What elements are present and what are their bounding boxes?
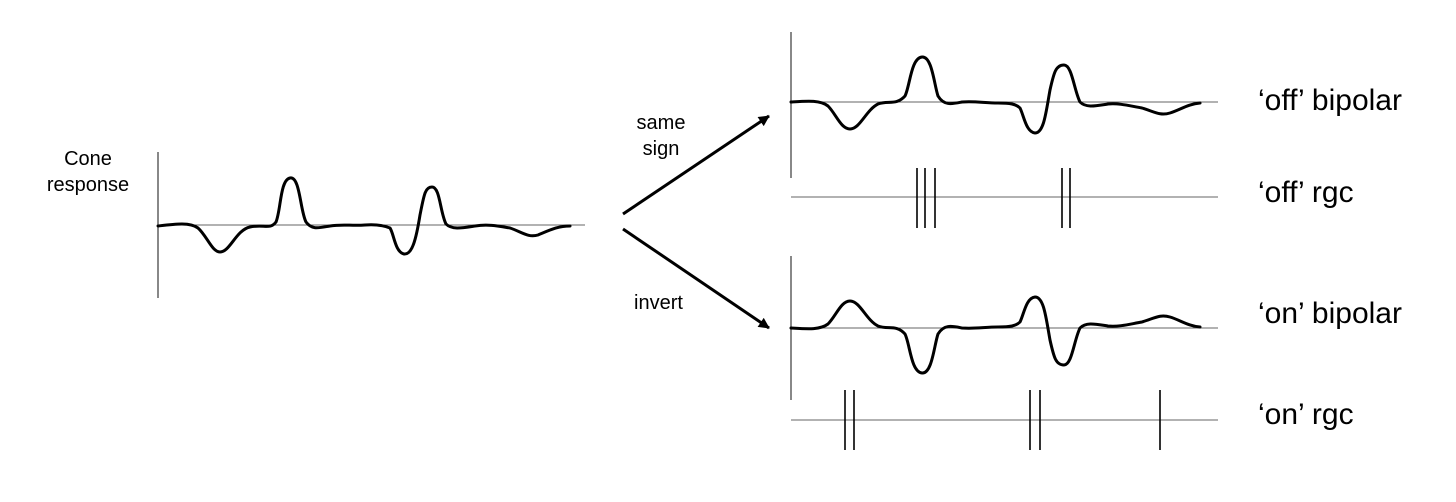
off-rgc-label: ‘off’ rgc — [1258, 176, 1354, 209]
off-bipolar-label: ‘off’ bipolar — [1258, 84, 1402, 117]
cone-response-plot — [156, 152, 585, 298]
invert-label: invert — [634, 292, 683, 314]
off-bipolar-trace — [789, 55, 1202, 135]
on-bipolar-trace — [789, 295, 1202, 375]
on-bipolar-label: ‘on’ bipolar — [1258, 297, 1402, 330]
on-bipolar-plot — [789, 256, 1218, 400]
invert-arrow — [622, 227, 770, 330]
cone-response-label: Cone response — [46, 148, 130, 196]
on-rgc-spike-train — [791, 390, 1218, 450]
on-rgc-label: ‘on’ rgc — [1258, 398, 1354, 431]
cone-response-trace — [156, 176, 572, 256]
off-rgc-spike-train — [791, 168, 1218, 228]
same-sign-label: same sign — [636, 112, 686, 160]
same-sign-arrow — [622, 114, 770, 216]
off-bipolar-plot — [789, 32, 1218, 178]
